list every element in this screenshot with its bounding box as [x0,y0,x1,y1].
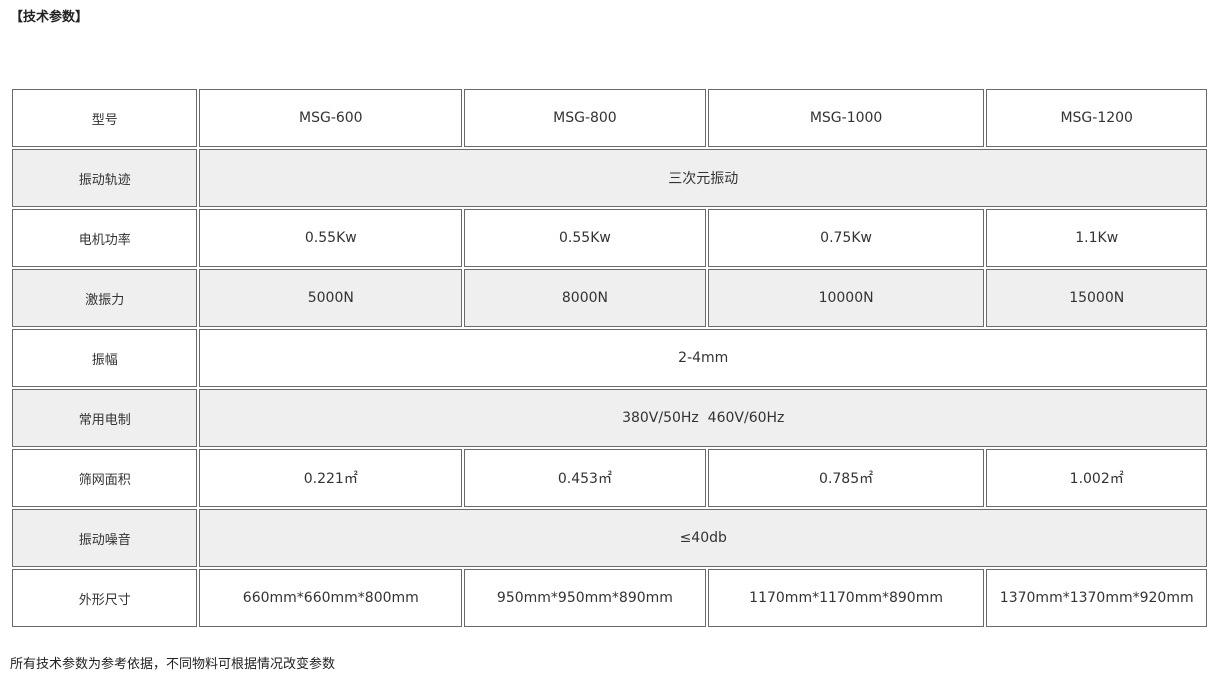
table-cell: MSG-1000 [707,89,985,147]
merged-cell: ≤40db [199,509,1207,567]
row-label: 振动噪音 [12,509,198,567]
table-row-exciting-force: 激振力 5000N 8000N 10000N 15000N [12,269,1207,327]
table-row-power-supply: 常用电制 380V/50Hz 460V/60Hz [12,389,1207,447]
merged-cell: 380V/50Hz 460V/60Hz [199,389,1207,447]
table-row-dimensions: 外形尺寸 660mm*660mm*800mm 950mm*950mm*890mm… [12,569,1207,627]
row-label: 外形尺寸 [12,569,198,627]
row-label: 筛网面积 [12,449,198,507]
table-row-noise: 振动噪音 ≤40db [12,509,1207,567]
row-label: 常用电制 [12,389,198,447]
table-cell: 660mm*660mm*800mm [199,569,463,627]
table-cell: MSG-600 [199,89,463,147]
row-label: 电机功率 [12,209,198,267]
row-label: 振幅 [12,329,198,387]
table-cell: 15000N [986,269,1207,327]
table-row-model: 型号 MSG-600 MSG-800 MSG-1000 MSG-1200 [12,89,1207,147]
table-row-amplitude: 振幅 2-4mm [12,329,1207,387]
table-cell: 8000N [464,269,706,327]
table-row-screen-area: 筛网面积 0.221㎡ 0.453㎡ 0.785㎡ 1.002㎡ [12,449,1207,507]
merged-cell: 三次元振动 [199,149,1207,207]
section-title: 【技术参数】 [10,10,89,25]
table-cell: 5000N [199,269,463,327]
table-cell: 0.221㎡ [199,449,463,507]
table-cell: 10000N [707,269,985,327]
table-row-motor-power: 电机功率 0.55Kw 0.55Kw 0.75Kw 1.1Kw [12,209,1207,267]
table-cell: 0.785㎡ [707,449,985,507]
table-cell: MSG-1200 [986,89,1207,147]
row-label: 型号 [12,89,198,147]
table-cell: 0.55Kw [464,209,706,267]
table-cell: 950mm*950mm*890mm [464,569,706,627]
footnote: 所有技术参数为参考依据，不同物料可根据情况改变参数 [10,657,336,672]
merged-cell: 2-4mm [199,329,1207,387]
spec-table: 型号 MSG-600 MSG-800 MSG-1000 MSG-1200 振动轨… [10,87,1209,629]
table-cell: 0.55Kw [199,209,463,267]
table-cell: 1.1Kw [986,209,1207,267]
table-row-vibration-trajectory: 振动轨迹 三次元振动 [12,149,1207,207]
table-cell: 1370mm*1370mm*920mm [986,569,1207,627]
table-cell: 0.75Kw [707,209,985,267]
table-cell: MSG-800 [464,89,706,147]
table-cell: 1.002㎡ [986,449,1207,507]
table-cell: 0.453㎡ [464,449,706,507]
table-cell: 1170mm*1170mm*890mm [707,569,985,627]
row-label: 振动轨迹 [12,149,198,207]
row-label: 激振力 [12,269,198,327]
